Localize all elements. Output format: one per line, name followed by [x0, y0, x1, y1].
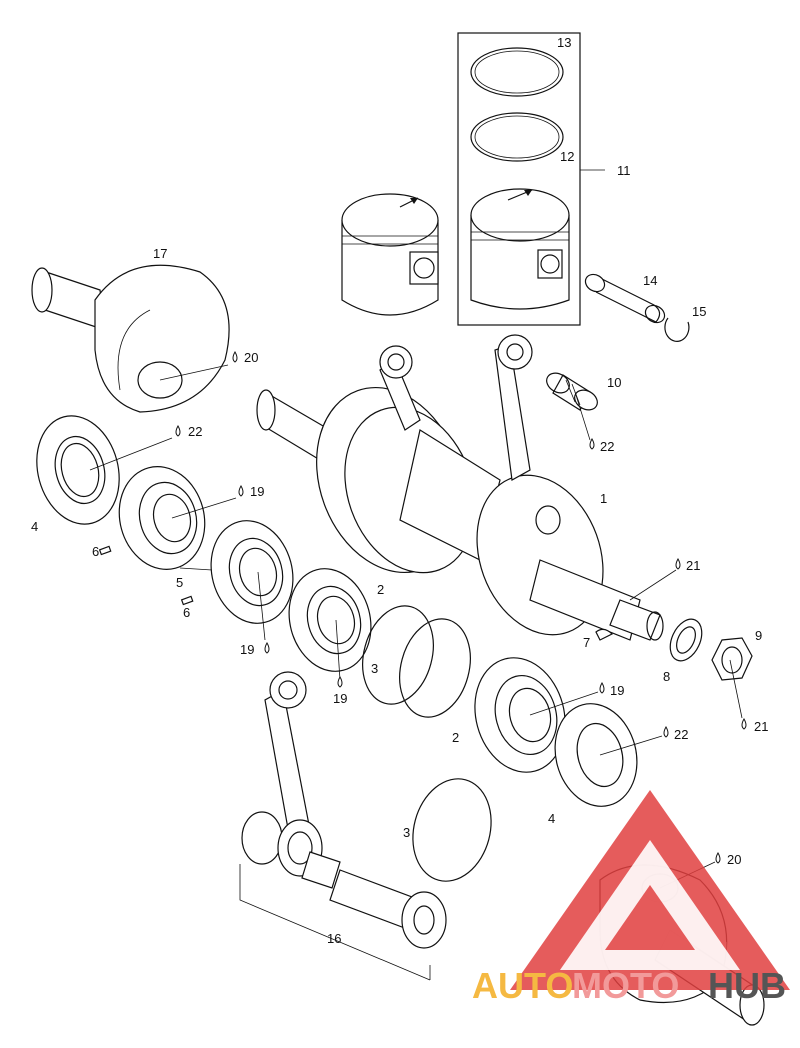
callout-5: 5 — [176, 575, 183, 590]
callout-4-upper: 4 — [31, 519, 38, 534]
lube-mark-20-upper: 20 — [244, 350, 258, 365]
lube-drops — [175, 350, 747, 864]
callout-16: 16 — [327, 931, 341, 946]
piston-ring-top — [470, 47, 564, 97]
lube-mark-22-seal-lower: 22 — [674, 727, 688, 742]
watermark-hub: HUB — [708, 965, 786, 1006]
callout-2-lower: 2 — [452, 730, 459, 745]
lube-mark-19-bearing-left: 19 — [240, 642, 254, 657]
callout-11: 11 — [617, 163, 631, 178]
woodruff-key — [595, 628, 614, 641]
lube-mark-20-lower: 20 — [727, 852, 741, 867]
piston-standalone — [341, 193, 439, 316]
callout-3-lower: 3 — [403, 825, 410, 840]
watermark-auto: AUTO — [472, 965, 573, 1006]
callout-9: 9 — [755, 628, 762, 643]
main-bearing-5 — [118, 466, 206, 570]
callout-3-upper: 3 — [371, 661, 378, 676]
o-ring-lower — [412, 778, 492, 882]
callout-8: 8 — [663, 669, 670, 684]
callout-1: 1 — [600, 491, 607, 506]
lube-mark-21-nut: 21 — [754, 719, 768, 734]
callout-6-lower: 6 — [183, 605, 190, 620]
leader-lines — [89, 364, 743, 889]
lube-mark-21-shaft: 21 — [686, 558, 700, 573]
callout-10: 10 — [607, 375, 621, 390]
crank-half-top-left — [31, 264, 230, 413]
piston-ring-second — [470, 112, 564, 162]
dowel-pin-lower — [180, 595, 194, 606]
lube-mark-19-bearing-lower: 19 — [610, 683, 624, 698]
connecting-rod-kit — [239, 671, 447, 981]
circlip — [664, 317, 690, 342]
small-end-needle-bearing — [546, 372, 598, 411]
piston-pin — [584, 273, 666, 324]
lube-mark-19-bearing-2: 19 — [333, 691, 347, 706]
callout-7: 7 — [583, 635, 590, 650]
callout-17: 17 — [153, 246, 167, 261]
callout-6-upper: 6 — [92, 544, 99, 559]
piston-in-kit — [470, 188, 570, 310]
main-bearing-2-lower — [474, 657, 566, 773]
callout-2-upper: 2 — [377, 582, 384, 597]
callout-14: 14 — [643, 273, 657, 288]
crankshaft-assembly — [256, 334, 664, 641]
lube-mark-22-seal-upper: 22 — [188, 424, 202, 439]
callout-12: 12 — [560, 149, 574, 164]
callout-15: 15 — [692, 304, 706, 319]
o-ring-upper — [362, 605, 471, 718]
oil-seal-lower — [554, 703, 638, 807]
lock-washer — [669, 618, 703, 662]
watermark-moto: MOTO — [572, 965, 679, 1006]
piston-kit-box — [457, 32, 605, 326]
callout-4-lower: 4 — [548, 811, 555, 826]
lube-mark-22-needle: 22 — [600, 439, 614, 454]
automotohub-watermark: AUTO MOTO HUB — [472, 790, 790, 1006]
callout-13: 13 — [557, 35, 571, 50]
lube-mark-19-bearing-5: 19 — [250, 484, 264, 499]
main-bearing-2-upper — [288, 568, 372, 672]
dowel-pin-upper — [98, 545, 112, 556]
main-bearing-19 — [210, 520, 294, 624]
oil-seal-upper — [36, 415, 120, 525]
hex-nut — [711, 637, 753, 681]
